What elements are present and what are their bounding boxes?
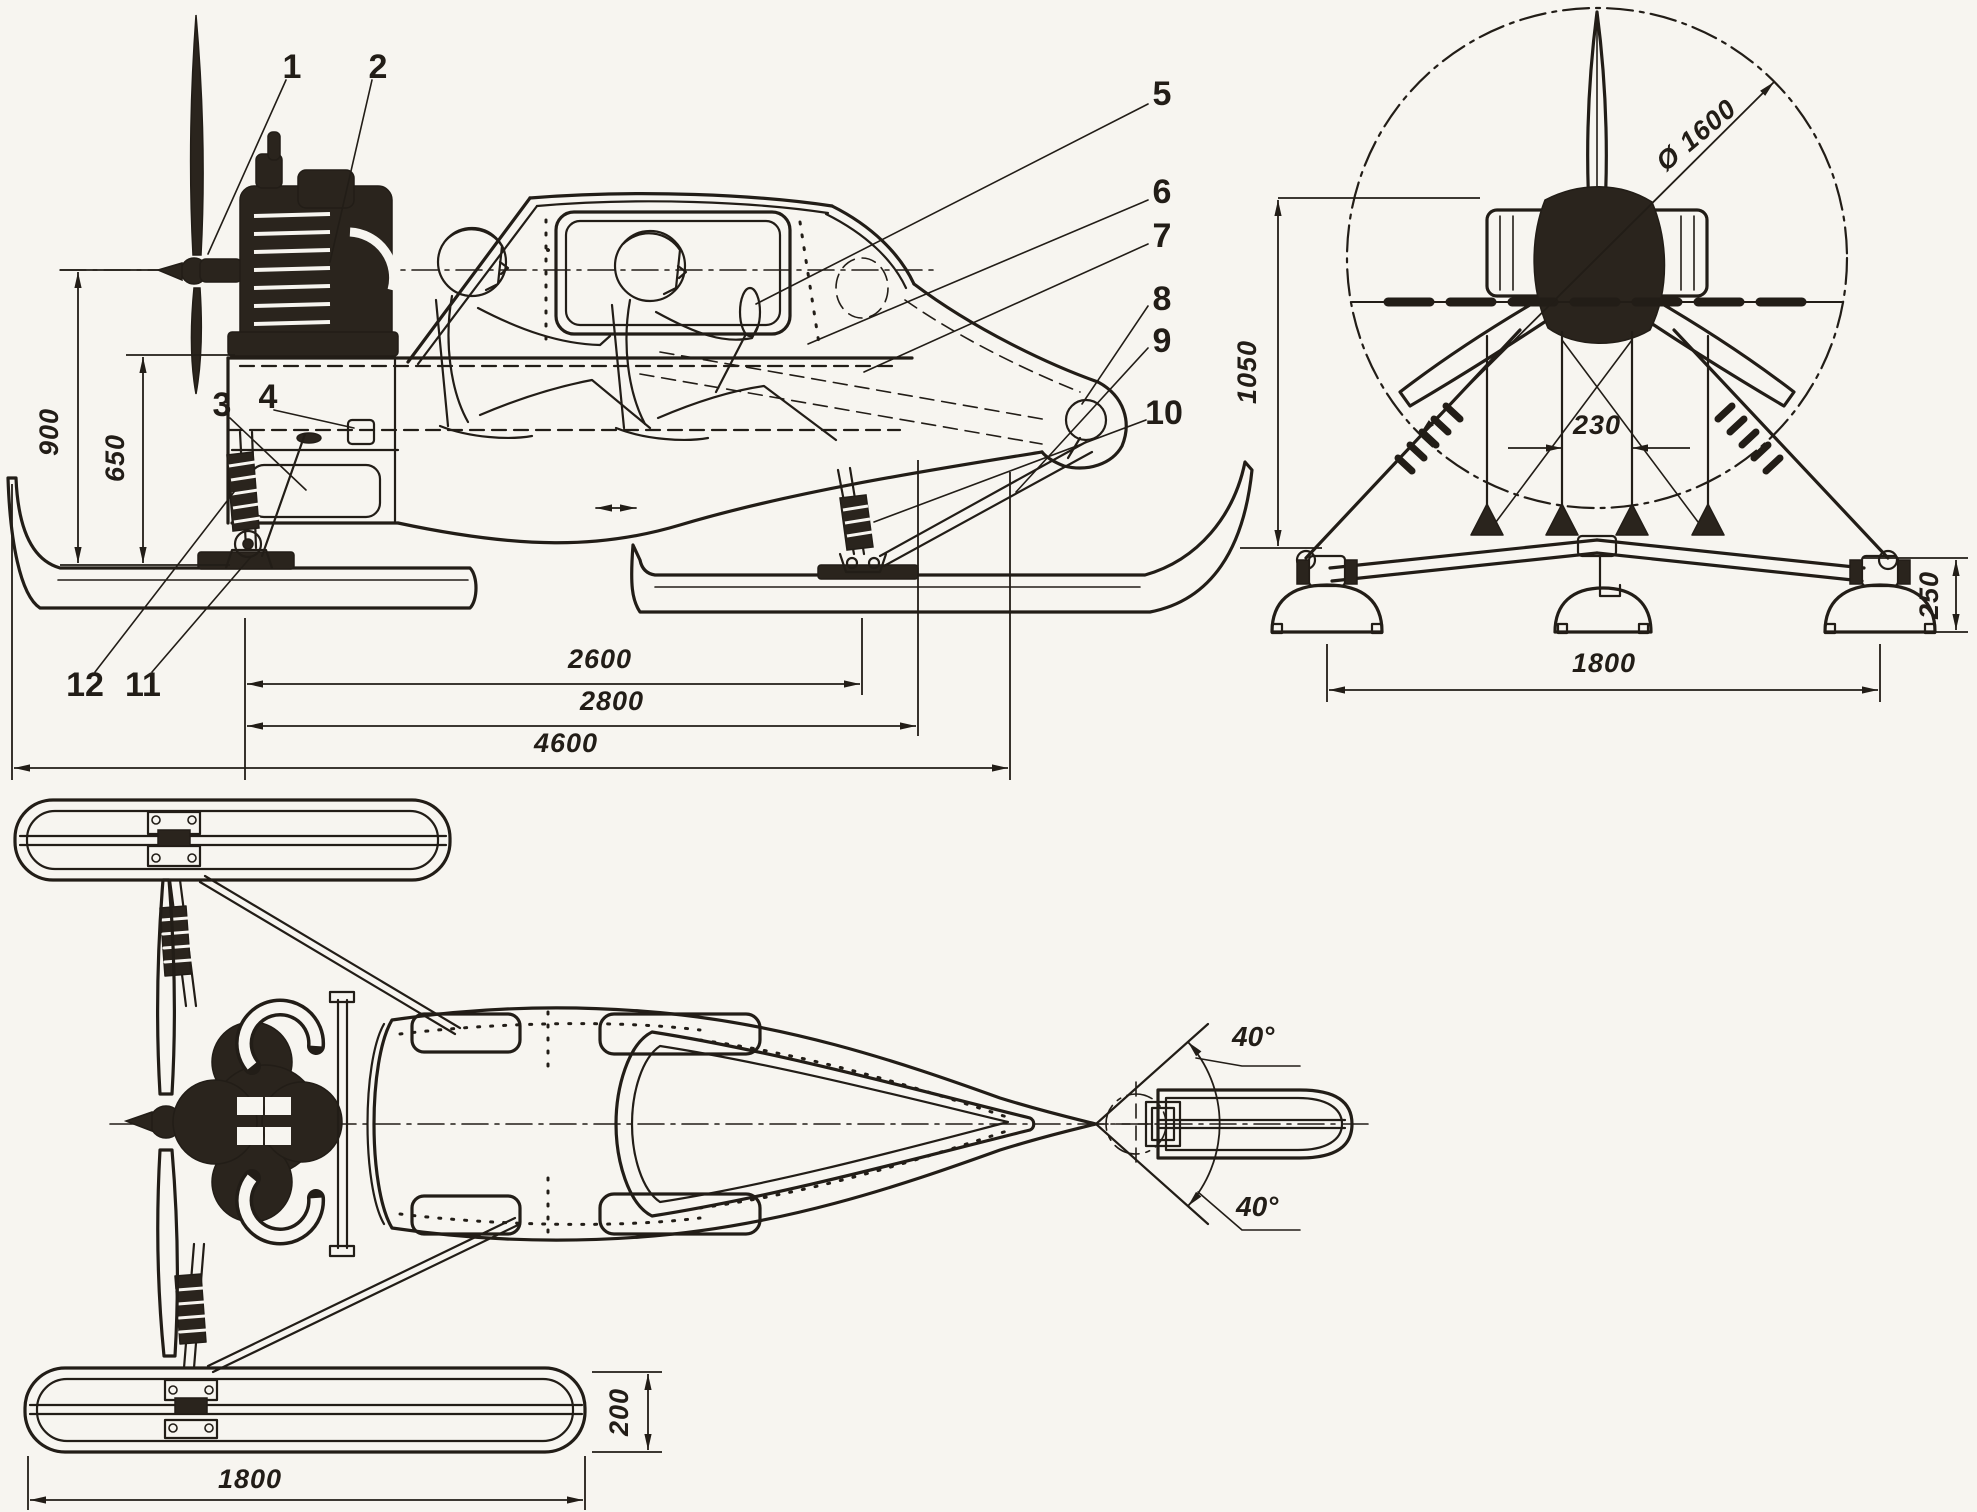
dimension-230: 230 xyxy=(1508,410,1690,452)
side-propeller xyxy=(155,14,243,395)
svg-text:2800: 2800 xyxy=(579,686,644,716)
dimension-650: 650 xyxy=(100,354,235,563)
dimension-200: 200 xyxy=(592,1371,662,1453)
dimension-2800: 2800 xyxy=(247,460,919,736)
side-dimensions: 900 650 2600 2800 4600 xyxy=(11,269,1011,780)
callout-3: 3 xyxy=(213,386,232,424)
svg-text:4600: 4600 xyxy=(533,728,598,758)
battery-box xyxy=(248,463,382,519)
top-ski-right xyxy=(23,1366,587,1454)
svg-text:200: 200 xyxy=(604,1388,634,1437)
callout-2: 2 xyxy=(369,48,388,86)
top-propeller xyxy=(123,878,183,1358)
prop-disc xyxy=(1345,6,1849,510)
top-engine xyxy=(172,990,356,1258)
steering-angles: 40° 40° xyxy=(1094,1021,1301,1231)
side-window xyxy=(554,210,792,336)
front-view: 1050 Ø 1600 230 1800 250 xyxy=(1232,6,1968,702)
front-skis xyxy=(1270,554,1937,635)
top-window-rl xyxy=(410,1194,522,1236)
front-suspension xyxy=(836,440,1094,574)
steering-drum xyxy=(1064,398,1108,442)
callout-6: 6 xyxy=(1153,173,1172,211)
callout-9: 9 xyxy=(1153,322,1172,360)
dimension-4600: 4600 xyxy=(11,472,1011,780)
side-engine xyxy=(227,131,399,357)
svg-text:Ø 1600: Ø 1600 xyxy=(1650,93,1742,177)
steer-angle-lower: 40° xyxy=(1235,1191,1279,1222)
shock-absorbers xyxy=(1295,328,1899,571)
svg-text:1050: 1050 xyxy=(1232,340,1262,404)
svg-text:1800: 1800 xyxy=(1572,648,1636,678)
callout-8: 8 xyxy=(1153,280,1172,318)
exhaust-loops xyxy=(235,998,326,1246)
side-fuselage xyxy=(226,192,1128,545)
callout-11: 11 xyxy=(125,666,161,704)
callout-4: 4 xyxy=(259,378,278,416)
svg-text:250: 250 xyxy=(1914,571,1944,620)
side-callouts: 1 2 3 4 5 6 7 8 9 10 11 12 xyxy=(66,48,1183,704)
top-window-fl xyxy=(410,1012,522,1054)
callout-12: 12 xyxy=(66,666,104,704)
top-view: 40° 40° 1800 200 xyxy=(13,798,1371,1510)
side-view: 1 2 3 4 5 6 7 8 9 10 11 12 900 650 xyxy=(6,14,1254,780)
callout-1: 1 xyxy=(283,48,302,86)
control-stick xyxy=(738,286,762,338)
top-window-rr xyxy=(598,1192,762,1236)
ski-section-left xyxy=(1270,554,1384,635)
dimension-1800-top: 1800 xyxy=(27,1456,586,1510)
svg-text:900: 900 xyxy=(34,408,64,456)
passenger-figure xyxy=(434,226,652,439)
dimension-2600: 2600 xyxy=(244,618,863,780)
steer-angle-upper: 40° xyxy=(1231,1021,1275,1052)
callout-10: 10 xyxy=(1145,394,1183,432)
dimension-1050: 1050 xyxy=(1232,197,1480,549)
rear-ski-assembly xyxy=(6,430,478,610)
crew-figures xyxy=(434,226,838,512)
svg-text:650: 650 xyxy=(100,434,130,482)
rear-suspension xyxy=(224,430,307,570)
top-fuselage xyxy=(366,1006,1098,1242)
ski-section-right xyxy=(1823,554,1937,635)
ski-section-center xyxy=(1553,586,1653,635)
top-dimensions: 1800 200 xyxy=(27,1371,662,1510)
front-ski-assembly xyxy=(630,440,1254,614)
svg-text:2600: 2600 xyxy=(567,644,632,674)
front-engine xyxy=(1485,186,1709,344)
dimension-1800-front: 1800 xyxy=(1326,644,1881,702)
driver-figure xyxy=(610,229,838,442)
callout-7: 7 xyxy=(1153,217,1172,255)
top-window-fr xyxy=(598,1012,762,1056)
callout-5: 5 xyxy=(1153,75,1172,113)
dimension-900: 900 xyxy=(34,269,230,566)
dimension-250: 250 xyxy=(1862,557,1968,633)
top-ski-left xyxy=(13,798,452,882)
svg-text:230: 230 xyxy=(1572,410,1621,440)
svg-text:1800: 1800 xyxy=(218,1464,282,1494)
top-steering-ski xyxy=(1093,1081,1354,1167)
top-struts xyxy=(159,874,522,1374)
fitting-box xyxy=(346,418,376,446)
